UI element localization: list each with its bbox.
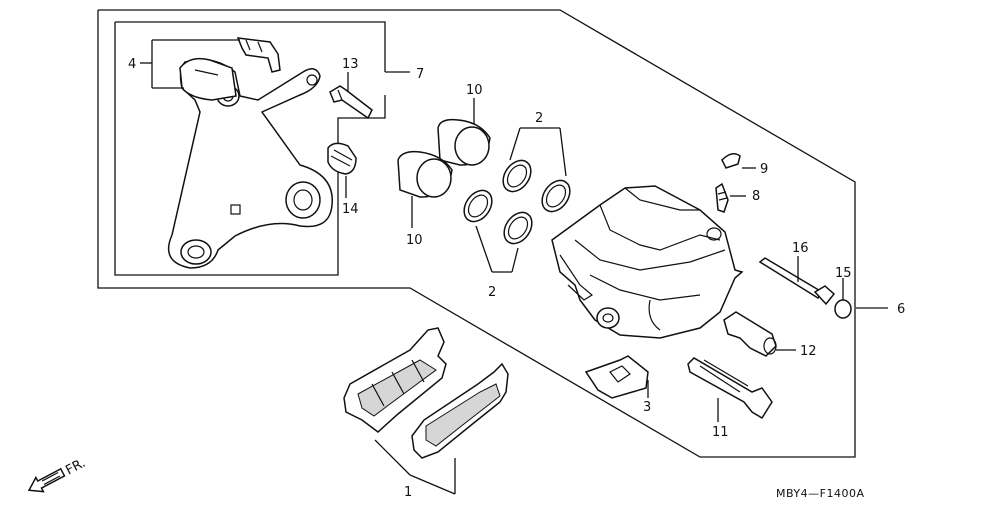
label-4: 4 bbox=[128, 57, 136, 72]
label-12: 12 bbox=[800, 344, 817, 359]
drawing-code: MBY4—F1400A bbox=[776, 487, 865, 500]
pin-16 bbox=[758, 257, 852, 319]
front-label: FR. bbox=[63, 456, 88, 479]
brake-pads bbox=[343, 327, 509, 459]
part-labels: 4 13 7 14 10 10 2 2 9 8 16 15 6 12 3 11 … bbox=[128, 57, 905, 500]
label-13: 13 bbox=[342, 57, 359, 72]
label-3: 3 bbox=[643, 400, 651, 415]
label-9: 9 bbox=[760, 162, 768, 177]
pin-11 bbox=[687, 357, 773, 420]
label-14: 14 bbox=[342, 202, 359, 217]
caliper-body bbox=[551, 185, 744, 339]
boot-14 bbox=[327, 142, 357, 175]
label-10-top: 10 bbox=[466, 83, 483, 98]
label-6: 6 bbox=[897, 302, 905, 317]
label-11: 11 bbox=[712, 425, 729, 440]
label-2-top: 2 bbox=[535, 111, 543, 126]
label-1: 1 bbox=[404, 485, 412, 500]
label-15: 15 bbox=[835, 266, 852, 281]
front-direction-arrow: FR. bbox=[27, 456, 88, 493]
label-10-bottom: 10 bbox=[406, 233, 423, 248]
assembly-boundary bbox=[97, 9, 856, 458]
label-7: 7 bbox=[416, 67, 424, 82]
caliper-bracket bbox=[167, 57, 333, 269]
label-2-bottom: 2 bbox=[488, 285, 496, 300]
leader-lines bbox=[140, 39, 888, 495]
pistons bbox=[397, 118, 491, 198]
bracket-clip bbox=[236, 37, 281, 73]
bleeder-valve bbox=[715, 153, 741, 213]
label-8: 8 bbox=[752, 189, 760, 204]
pad-spring bbox=[584, 355, 649, 399]
label-16: 16 bbox=[792, 241, 809, 256]
bolt-13 bbox=[329, 85, 373, 120]
pin-12 bbox=[723, 311, 777, 357]
seals bbox=[463, 159, 571, 245]
